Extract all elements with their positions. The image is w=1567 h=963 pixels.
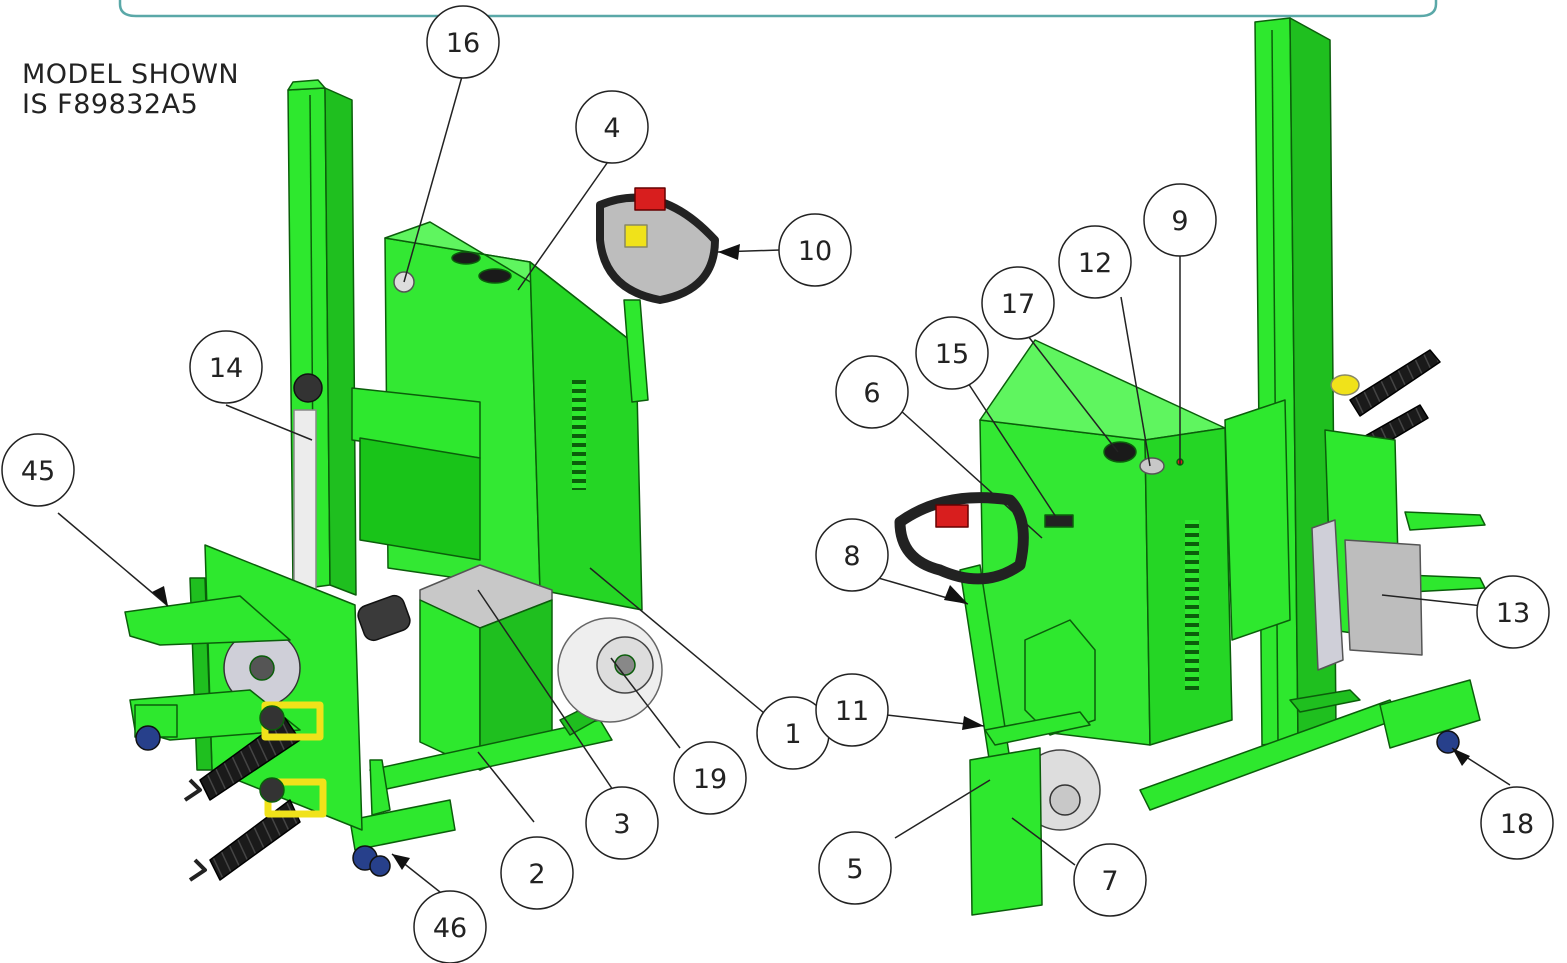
callout-circle <box>778 213 852 287</box>
right-tiller-handle <box>894 492 1029 585</box>
callout-circle <box>1480 786 1554 860</box>
callout-19: 19 <box>673 741 747 815</box>
callout-number: 7 <box>1101 866 1118 897</box>
callout-17: 17 <box>981 266 1055 340</box>
callout-number: 16 <box>446 28 480 59</box>
callout-circle <box>585 786 659 860</box>
callout-number: 11 <box>835 696 869 727</box>
left-machine <box>124 79 719 882</box>
callout-circle <box>815 518 889 592</box>
callout-number: 2 <box>528 859 545 890</box>
callout-number: 8 <box>843 541 860 572</box>
callout-2: 2 <box>500 836 574 910</box>
model-note: MODEL SHOWN IS F89832A5 <box>22 60 239 120</box>
mount-plate <box>1311 519 1344 671</box>
callout-circle <box>1073 843 1147 917</box>
callout-15: 15 <box>915 316 989 390</box>
callout-number: 17 <box>1001 289 1035 320</box>
step-plate <box>969 747 1043 916</box>
callout-number: 45 <box>21 456 55 487</box>
leader-arrowheads <box>152 244 1470 870</box>
leader-lines <box>57 72 1511 893</box>
callout-number: 4 <box>603 113 620 144</box>
model-note-line2: IS F89832A5 <box>22 89 199 120</box>
callout-8: 8 <box>815 518 889 592</box>
right-rear-leg <box>1379 679 1481 749</box>
callout-circle <box>818 831 892 905</box>
callout-circle <box>1143 183 1217 257</box>
callout-number: 15 <box>935 339 969 370</box>
callout-circle <box>575 90 649 164</box>
callout-circle <box>1 433 75 507</box>
callout-7: 7 <box>1073 843 1147 917</box>
callout-circle <box>915 316 989 390</box>
callout-number: 9 <box>1171 206 1188 237</box>
callout-18: 18 <box>1480 786 1554 860</box>
callout-number: 1 <box>784 719 801 750</box>
callout-3: 3 <box>585 786 659 860</box>
callout-circle <box>189 330 263 404</box>
callout-number: 6 <box>863 378 880 409</box>
callout-number: 46 <box>433 913 467 944</box>
callout-10: 10 <box>778 213 852 287</box>
model-note-line1: MODEL SHOWN <box>22 59 240 90</box>
callout-4: 4 <box>575 90 649 164</box>
right-machine <box>894 17 1486 916</box>
callout-number: 12 <box>1078 248 1112 279</box>
callout-circle <box>815 673 889 747</box>
callout-number: 18 <box>1500 809 1534 840</box>
callout-6: 6 <box>835 355 909 429</box>
callout-12: 12 <box>1058 225 1132 299</box>
callout-number: 10 <box>798 236 832 267</box>
callout-circle <box>426 5 500 79</box>
left-upper-jaw <box>124 595 291 646</box>
callout-circle <box>835 355 909 429</box>
callout-circle <box>413 890 487 963</box>
callout-circle <box>673 741 747 815</box>
callout-14: 14 <box>189 330 263 404</box>
callout-11: 11 <box>815 673 889 747</box>
callout-circle <box>1058 225 1132 299</box>
callout-9: 9 <box>1143 183 1217 257</box>
callout-46: 46 <box>413 890 487 963</box>
callout-number: 13 <box>1496 598 1530 629</box>
callout-circle <box>1476 575 1550 649</box>
callout-number: 3 <box>613 809 630 840</box>
callout-number: 14 <box>209 353 243 384</box>
callout-number: 19 <box>693 764 727 795</box>
callout-5: 5 <box>818 831 892 905</box>
callout-number: 5 <box>846 854 863 885</box>
callout-13: 13 <box>1476 575 1550 649</box>
callout-45: 45 <box>1 433 75 507</box>
callout-circle <box>981 266 1055 340</box>
left-front-leg <box>349 799 456 851</box>
callout-16: 16 <box>426 5 500 79</box>
callout-circle <box>500 836 574 910</box>
